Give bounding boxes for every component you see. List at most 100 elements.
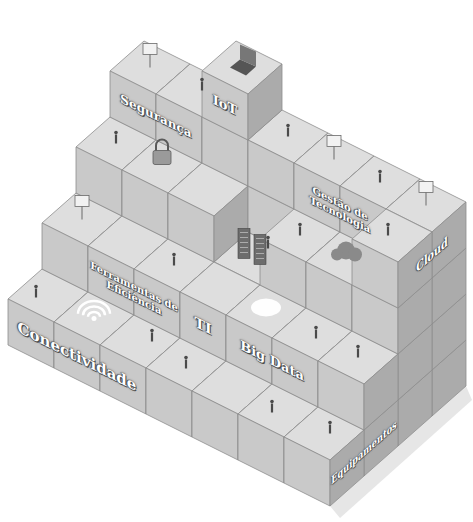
cube-face-label: Segurança: [110, 71, 202, 163]
person-body: [201, 82, 203, 91]
laptop-screen: [240, 45, 256, 67]
person-body: [267, 240, 269, 249]
person-head: [266, 236, 270, 240]
cube-face: [248, 64, 282, 140]
cube: [202, 41, 282, 140]
person-head: [356, 345, 360, 349]
sign-post: [82, 207, 83, 220]
sign-post: [334, 147, 335, 160]
rack-slot: [240, 237, 248, 238]
rack-slot: [256, 248, 264, 249]
rack-slot: [256, 238, 264, 239]
cube-face: [202, 71, 248, 140]
face-label-text: TI: [195, 315, 212, 339]
sign-board: [327, 136, 341, 147]
person-head: [34, 285, 38, 289]
person-body: [299, 227, 301, 236]
decorations: [34, 44, 433, 434]
person-head: [378, 170, 382, 174]
cube-face: [238, 414, 284, 483]
face-label-text: Conectividade: [18, 319, 137, 395]
person-head: [114, 131, 118, 135]
cube-face: [398, 232, 432, 308]
face-label-text: Big Data: [240, 338, 304, 384]
wifi-arc: [83, 306, 105, 315]
person-head: [386, 223, 390, 227]
rack-slot: [256, 253, 264, 254]
person-head: [150, 329, 154, 333]
person-body: [151, 333, 153, 342]
person-head: [286, 124, 290, 128]
cloud-icon: [348, 248, 362, 262]
padlock-body: [153, 151, 171, 165]
data-glow: [251, 299, 281, 317]
rack-slot: [240, 232, 248, 233]
sign-board: [143, 44, 157, 55]
cube-face: [42, 223, 88, 292]
cube-face: [192, 391, 238, 460]
wifi-arc: [78, 301, 110, 314]
rack-slot: [240, 242, 248, 243]
person-head: [270, 400, 274, 404]
cube-face-label: TI: [180, 292, 226, 361]
cube-face: [260, 239, 306, 308]
cube-face: [284, 437, 330, 506]
cube-face: [180, 292, 226, 361]
person-body: [379, 174, 381, 183]
cloud-icon: [331, 249, 343, 261]
cube-face: [76, 147, 122, 216]
sign-post: [426, 193, 427, 206]
face-label-text: Ferramentas de Eficiência: [90, 259, 178, 325]
cube-face: [168, 193, 214, 262]
rack-slot: [256, 258, 264, 259]
sign-board: [419, 182, 433, 193]
face-label-text: Cloud: [416, 234, 447, 276]
person-body: [185, 360, 187, 369]
person-body: [315, 330, 317, 339]
face-label-text: IoT: [213, 92, 237, 119]
cube-face-label: IoT: [202, 71, 248, 140]
person-body: [271, 404, 273, 413]
cube-face: [432, 202, 466, 278]
cube-face: [364, 354, 398, 430]
cube-face: [306, 262, 352, 331]
person-body: [35, 289, 37, 298]
cube-face-label: Cloud: [398, 202, 466, 308]
cube-stack: [8, 41, 466, 506]
cube-face-label: Conectividade: [8, 299, 146, 414]
face-label-text: Gestão de Tecnologia: [296, 176, 384, 242]
person-head: [328, 421, 332, 425]
padlock-shackle: [156, 140, 168, 151]
person-head: [172, 253, 176, 257]
sign-post: [150, 55, 151, 68]
person-head: [184, 356, 188, 360]
cube-face: [248, 140, 294, 209]
person-head: [200, 78, 204, 82]
rack-slot: [240, 252, 248, 253]
cube-face: [122, 170, 168, 239]
cube-face-label: Big Data: [226, 315, 318, 407]
person-body: [329, 425, 331, 434]
cube-face-label: Gestão de Tecnologia: [294, 163, 386, 255]
server-rack: [254, 235, 266, 265]
face-label-text: Segurança: [120, 93, 191, 142]
person-body: [173, 257, 175, 266]
wifi-arc: [88, 312, 100, 317]
server-rack: [238, 229, 250, 259]
person-head: [298, 223, 302, 227]
rack-slot: [240, 247, 248, 248]
wifi-dot: [92, 316, 97, 321]
rack-slot: [256, 243, 264, 244]
sign-board: [75, 196, 89, 207]
person-body: [357, 349, 359, 358]
cube-face: [146, 368, 192, 437]
person-body: [387, 227, 389, 236]
cube-face-label: Ferramentas de Eficiência: [88, 246, 180, 338]
person-body: [115, 135, 117, 144]
cube-face-label: Equipamentos: [330, 400, 398, 506]
person-head: [314, 326, 318, 330]
cube-face: [318, 361, 364, 430]
